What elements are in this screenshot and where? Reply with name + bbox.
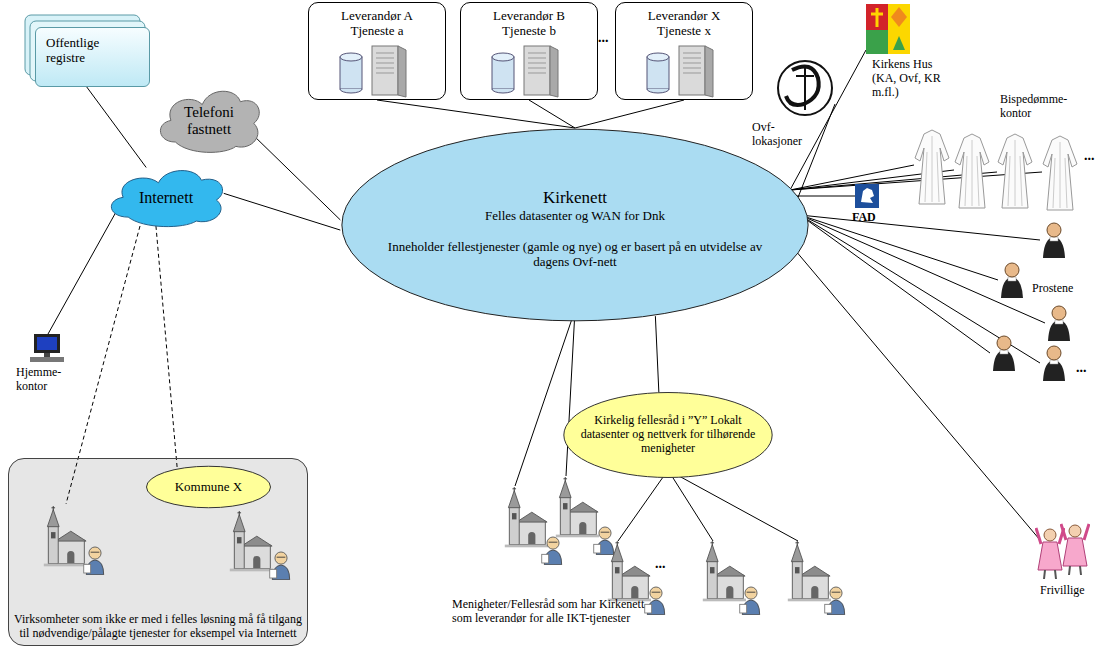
icon-label: Frivillige [1040,584,1104,598]
ovf-logo [778,61,832,115]
node-title: Leverandør X [648,9,721,24]
network-link [655,316,658,392]
pastor-icon [1048,306,1070,341]
church-icon [505,487,548,547]
node-title: Internett [139,189,193,207]
robe-icon [998,134,1032,208]
ellipsis-mark: ... [1076,360,1102,376]
network-cloud: Telefoni fastnett [153,83,265,155]
network-ellipse: KirkenettFelles datasenter og WAN for Dn… [340,128,810,322]
volunteer-icon [1036,528,1064,579]
pastor-icon [993,336,1015,371]
network-link [224,193,341,230]
ellipsis-mark: ... [598,30,620,46]
church-icon [556,477,599,537]
kirkens-hus-logo [866,4,910,54]
ellipse-outline [340,128,810,322]
ellipse-shape [564,393,772,478]
person-icon [740,587,760,615]
icon-label: Bispedømme-kontor [1000,93,1084,121]
person-icon [542,537,562,565]
leader-lines [48,50,1045,541]
robe-icon [915,130,949,204]
ellipsis-mark: ... [655,556,681,572]
icon-label: Kirkens Hus (KA, Ovf, KR m.fl.) [872,58,946,99]
network-link [156,226,177,469]
outside-region: Virksomheter som ikke er med i felles lø… [8,458,308,646]
pastor-icon [1001,263,1023,298]
ellipsis-mark: ... [1084,148,1110,164]
node-title: Kirkelig fellesråd i ”Y” Lokalt datasent… [579,414,757,455]
node-text: Felles datasenter og WAN for Dnk [385,209,765,224]
register-box: Offentlige registre [35,27,150,87]
church-icon [788,541,831,601]
network-link [529,100,575,128]
church-icon [230,511,273,571]
node-title: Leverandør B [493,9,565,24]
church-icon [44,506,87,566]
ellipse-shape [342,129,808,321]
icon-label: Hjemme-kontor [16,366,74,394]
supplier-box: Leverandør XTjeneste x [615,2,753,100]
network-link [377,100,575,128]
network-link [575,100,684,128]
region-fill [8,458,308,646]
icon-label: Menigheter/Fellesråd som har Kirkenett s… [452,598,657,626]
fad-logo [855,184,879,208]
node-title: Offentlige registre [46,36,109,66]
server-icon [647,46,713,97]
icon-label: Prostene [1032,282,1092,296]
supplier-box: Leverandør ATjeneste a [308,2,446,100]
node-title: Leverandør A [341,9,413,24]
node-title: Kommune X [175,480,243,495]
council-ellipse: Kirkelig fellesråd i ”Y” Lokalt datasent… [563,392,773,478]
person-icon [825,587,845,615]
node-text: Tjeneste b [493,24,565,39]
pastor-icon [1043,223,1065,258]
server-icon [340,46,406,97]
person-icon [270,552,290,580]
robe-icon [1043,136,1077,210]
person-icon [645,587,665,615]
pastor-icon [1043,346,1065,381]
cloud-shape [160,91,259,152]
church-icon [608,541,651,601]
node-title: Telefoni fastnett [171,104,247,139]
computer-icon [30,334,64,362]
icon-label: Ovf-lokasjoner [752,121,814,149]
node-title: Kirkenett [385,188,765,208]
person-icon [594,527,614,555]
cloud-shape [111,171,222,227]
node-title: Virksomheter som ikke er med i felles lø… [13,613,303,641]
node-text: Tjeneste a [341,24,413,39]
municipality-ellipse: Kommune X [146,466,271,508]
network-cloud: Internett [103,163,229,229]
person-icon [84,547,104,575]
server-icon [492,46,558,97]
church-icon [703,541,746,601]
node-text: Inneholder fellestjenester (gamle og nye… [385,240,765,270]
ellipsis-mark: FAD [852,211,884,225]
volunteer-icon [1061,524,1089,575]
ellipse-shape [147,466,271,507]
supplier-box: Leverandør BTjeneste b [460,2,598,100]
robe-icon [955,134,989,208]
node-text: Tjeneste x [648,24,721,39]
network-link [87,87,146,167]
